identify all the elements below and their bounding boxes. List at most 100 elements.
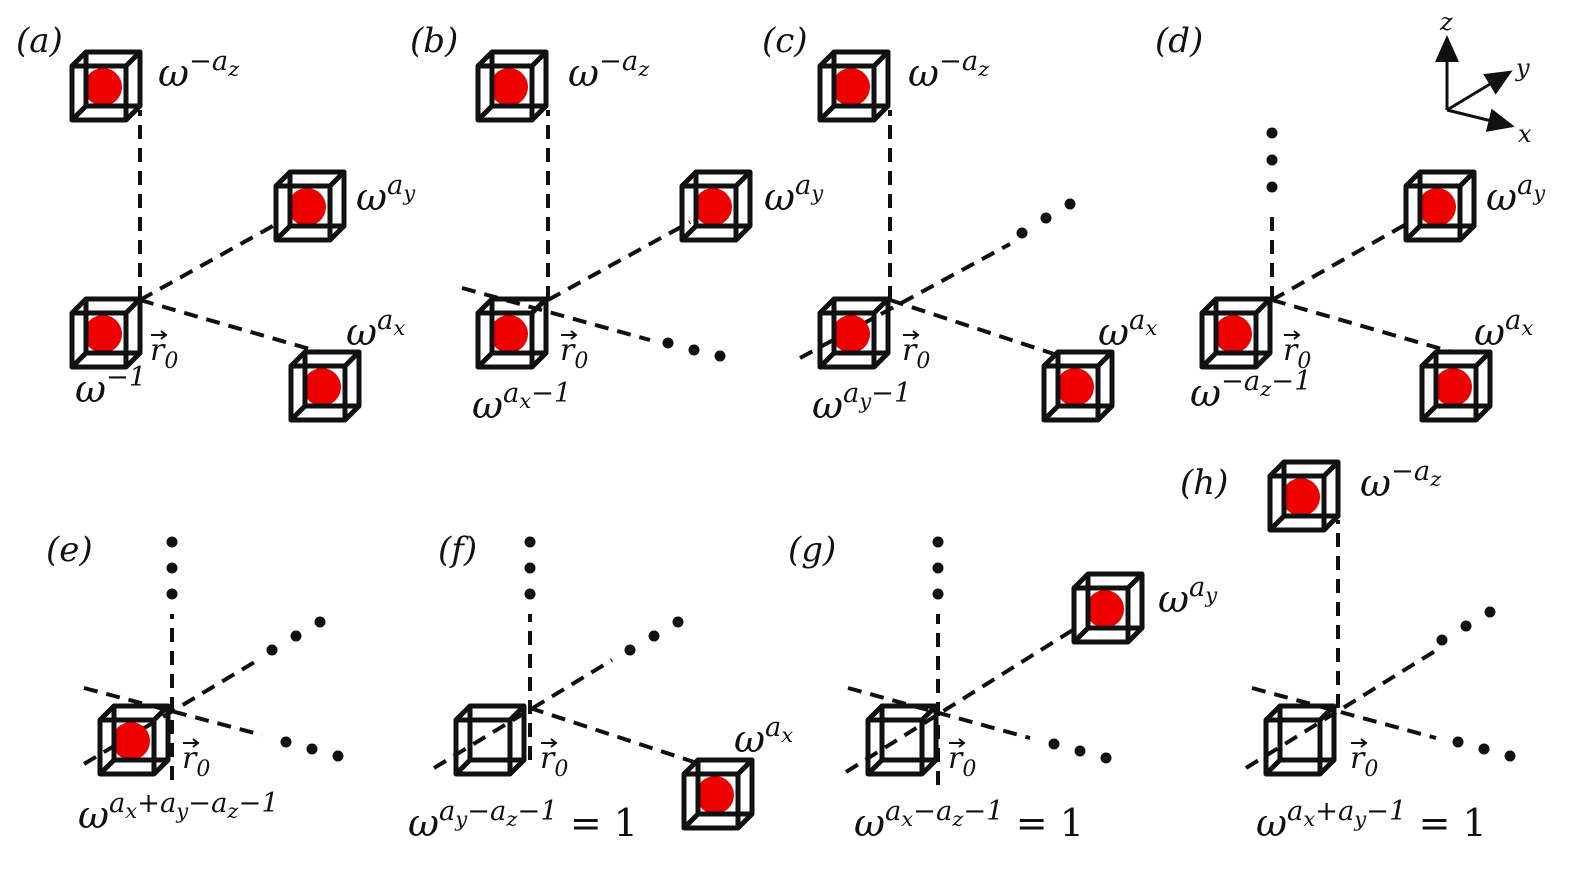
cube-back-face xyxy=(879,703,939,763)
origin-cube xyxy=(865,703,939,777)
z-ellipsis-dot xyxy=(932,588,944,600)
origin-phase-caption: ωay−1 xyxy=(812,378,911,427)
lattice-site xyxy=(288,188,326,226)
y-axis-dashed xyxy=(1244,646,1442,770)
r0-label: r0 xyxy=(560,333,588,374)
z-ellipsis-dot xyxy=(166,562,178,574)
r0-label: r0 xyxy=(150,333,178,374)
cube-back-face xyxy=(1281,459,1341,519)
cube-front-face xyxy=(1071,585,1131,645)
x-ellipsis-dot xyxy=(1504,750,1516,762)
cube-edge xyxy=(476,351,494,369)
y-phase-label: ωay xyxy=(356,170,416,219)
cube-edge xyxy=(1264,704,1282,722)
cube-edge xyxy=(1318,758,1336,776)
lattice-site xyxy=(832,315,870,353)
origin-cube xyxy=(1199,296,1273,370)
vector-arrowhead xyxy=(192,738,200,748)
cube-edge xyxy=(1322,460,1340,478)
y-phase-label: ωay xyxy=(764,170,824,219)
cube-edge xyxy=(454,704,472,722)
x-ellipsis-dot xyxy=(1478,743,1490,755)
z-neighbor-cube xyxy=(817,49,891,123)
y-ellipsis-dot xyxy=(1484,606,1496,618)
cube-front-face xyxy=(1419,363,1479,423)
cube-back-face xyxy=(489,49,549,109)
cube-edge xyxy=(1268,460,1286,478)
x-axis-dashed xyxy=(847,686,1031,740)
cube-edge xyxy=(682,812,700,830)
cube-front-face xyxy=(817,310,877,370)
panel-tag: (f) xyxy=(438,530,477,570)
cube-front-face xyxy=(475,63,535,123)
cube-back-face xyxy=(695,757,755,817)
r0-label: r0 xyxy=(1283,333,1311,374)
cube-edge xyxy=(124,104,142,122)
x-neighbor-cube xyxy=(1041,349,1115,423)
cube-edge xyxy=(1254,351,1272,369)
x-neighbor-cube xyxy=(288,349,362,423)
panel-tag: (a) xyxy=(16,21,63,61)
z-phase-label: ω−az xyxy=(1360,456,1442,505)
cube-back-face xyxy=(831,49,891,109)
axes-key: z y x xyxy=(1435,8,1532,148)
r0-label: r0 xyxy=(540,741,568,782)
cube-edge xyxy=(1200,297,1218,315)
y-ellipsis-dot xyxy=(1460,620,1472,632)
r0-label: r0 xyxy=(902,333,930,374)
y-axis-dashed xyxy=(1271,220,1411,302)
cube-front-face xyxy=(679,183,739,243)
y-ellipsis-dot xyxy=(314,616,326,628)
y-ellipsis-dot xyxy=(672,616,684,628)
y-ellipsis-dot xyxy=(624,644,636,656)
cube-edge xyxy=(152,704,170,722)
z-ellipsis-dot xyxy=(932,562,944,574)
cube-edge xyxy=(682,758,700,776)
cube-edge xyxy=(454,758,472,776)
x-axis-dashed xyxy=(83,686,263,737)
cube-edge xyxy=(476,104,494,122)
y-ellipsis-dot xyxy=(1016,227,1028,239)
cube-back-face xyxy=(1055,349,1115,409)
cube-edge xyxy=(1458,224,1476,242)
cube-back-face xyxy=(1277,703,1337,763)
z-ellipsis-dot xyxy=(524,536,536,548)
x-phase-label: ωax xyxy=(734,712,793,761)
cube-edge xyxy=(920,758,938,776)
x-axis-dashed xyxy=(529,706,701,766)
y-phase-label: ωay xyxy=(1486,170,1546,219)
cube-back-face xyxy=(693,169,753,229)
z-ellipsis-dot xyxy=(1266,181,1278,193)
cube-back-face xyxy=(489,296,549,356)
cube-edge xyxy=(530,297,548,315)
cube-edge xyxy=(70,297,88,315)
cube-front-face xyxy=(1403,183,1463,243)
r0-label: r0 xyxy=(948,741,976,782)
x-ellipsis-dot xyxy=(1100,752,1112,764)
cube-front-face xyxy=(97,717,157,777)
z-phase-label: ω−az xyxy=(158,46,240,95)
cube-edge xyxy=(124,297,142,315)
origin-phase-caption: ω−1 xyxy=(75,362,146,411)
x-phase-label: ωax xyxy=(1098,305,1157,354)
cube-edge xyxy=(508,758,526,776)
vector-arrowhead xyxy=(160,330,168,340)
cube-edge xyxy=(70,104,88,122)
y-ellipsis-dot xyxy=(1040,212,1052,224)
y-neighbor-cube xyxy=(679,169,753,243)
x-axis-dashed xyxy=(1251,686,1437,740)
z-ellipsis-dot xyxy=(1266,154,1278,166)
y-ellipsis-dot xyxy=(1064,198,1076,210)
y-axis-dashed xyxy=(547,220,691,302)
y-neighbor-cube xyxy=(273,169,347,243)
cube-edge xyxy=(1404,224,1422,242)
cube-edge xyxy=(274,170,292,188)
y-neighbor-cube xyxy=(1403,169,1477,243)
y-ellipsis-dot xyxy=(1436,634,1448,646)
origin-phase-caption: ωax−1 xyxy=(472,378,571,427)
cube-edge xyxy=(1072,572,1090,590)
z-neighbor-cube xyxy=(1267,459,1341,533)
y-axis-dashed xyxy=(799,242,1011,360)
